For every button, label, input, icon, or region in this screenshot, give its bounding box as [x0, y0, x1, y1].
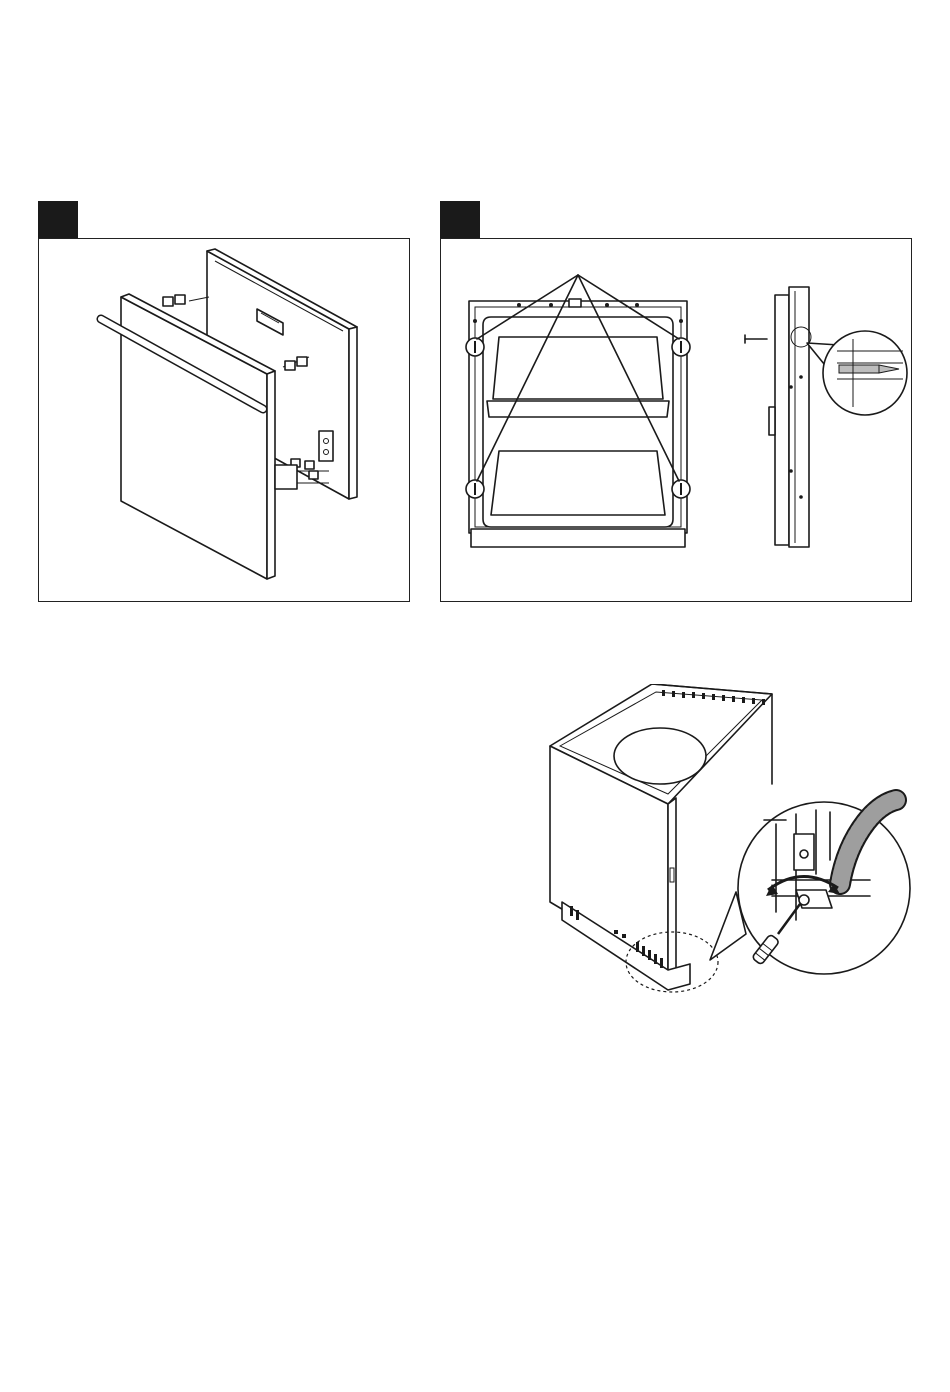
frame-screws-illustration [441, 239, 911, 601]
leveling-foot-illustration [540, 684, 920, 1004]
step-tab-1 [38, 201, 78, 239]
step-tab-2 [440, 201, 480, 239]
door-mounting-illustration [39, 239, 409, 601]
figure-panel-frame-screws [440, 238, 912, 602]
figure-panel-door-mounting [38, 238, 410, 602]
